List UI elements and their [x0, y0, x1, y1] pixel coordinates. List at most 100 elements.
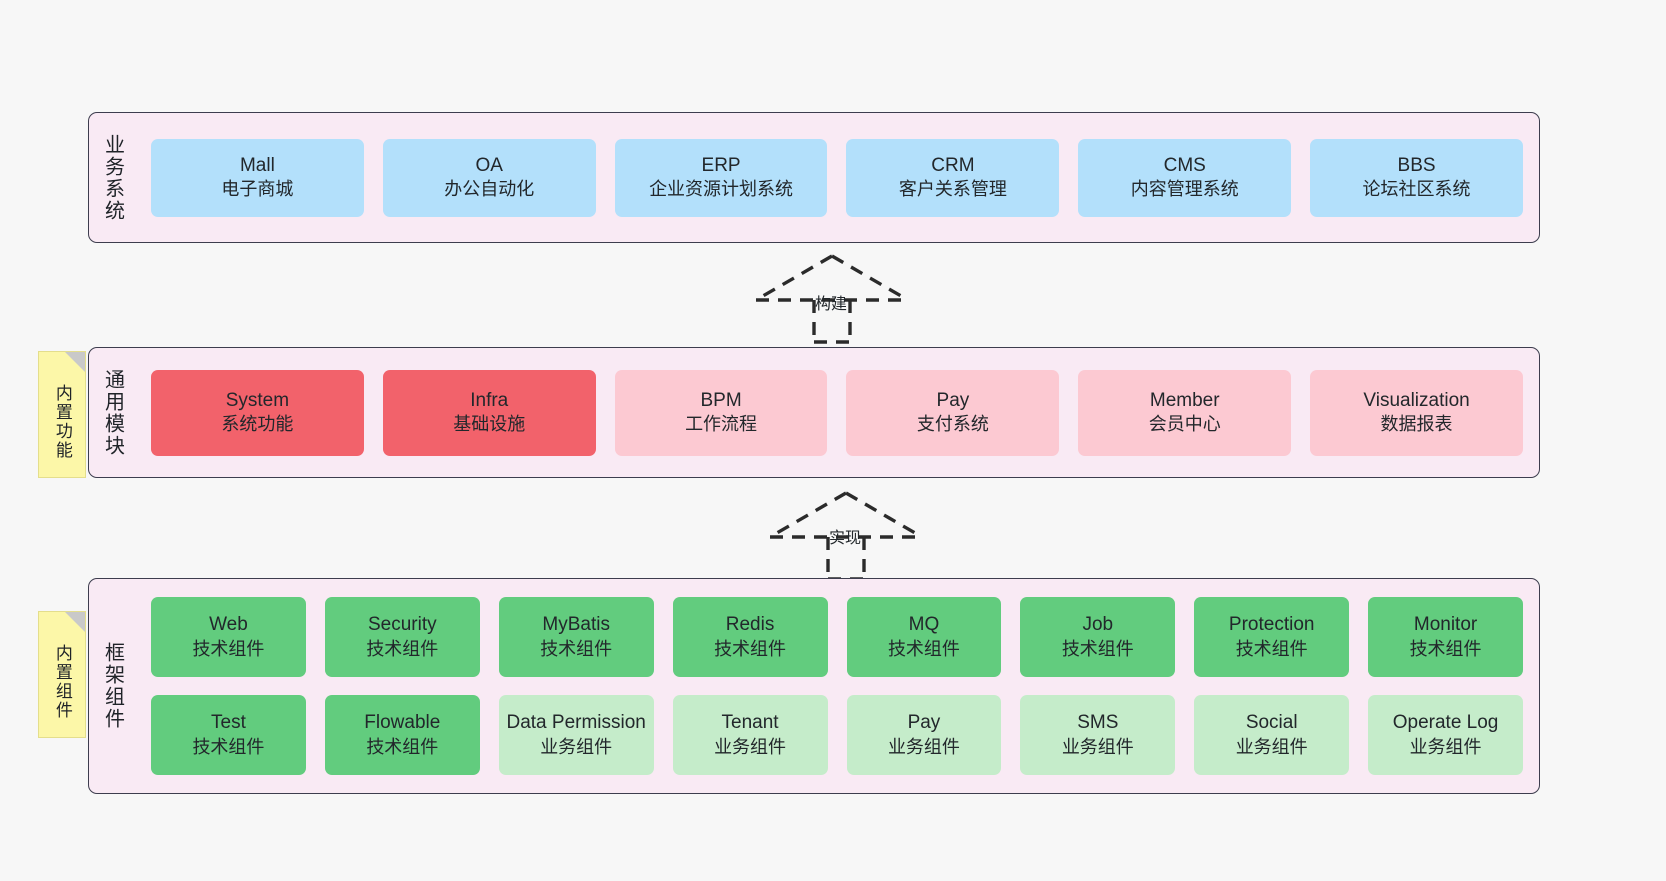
layer-business-systems: 业务系统 Mall 电子商城 OA 办公自动化 ERP 企业资源计划系统 CRM: [88, 112, 1540, 243]
node-web-desc: 技术组件: [192, 638, 265, 659]
node-test-name: Test: [211, 712, 246, 734]
node-pay-component[interactable]: Pay 业务组件: [846, 695, 1002, 775]
node-pay-module-name: Pay: [936, 389, 970, 411]
node-infra-name: Infra: [470, 389, 509, 411]
node-data-permission[interactable]: Data Permission 业务组件: [498, 695, 654, 775]
node-infra-desc: 基础设施: [453, 414, 526, 435]
framework-tech-row: Web 技术组件 Security 技术组件 MyBatis 技术组件 Redi…: [151, 597, 1523, 677]
node-pay-component-name: Pay: [907, 712, 941, 734]
node-crm[interactable]: CRM 客户关系管理: [846, 138, 1060, 217]
node-tenant[interactable]: Tenant 业务组件: [672, 695, 828, 775]
node-redis-desc: 技术组件: [714, 638, 787, 659]
node-crm-name: CRM: [931, 154, 975, 176]
node-mq[interactable]: MQ 技术组件: [846, 597, 1002, 677]
sticky-note-builtin-components: 内置组件: [38, 611, 86, 738]
node-member-desc: 会员中心: [1148, 414, 1221, 435]
node-erp[interactable]: ERP 企业资源计划系统: [614, 138, 828, 217]
node-tenant-desc: 业务组件: [714, 736, 787, 757]
node-cms-desc: 内容管理系统: [1130, 179, 1239, 200]
node-member[interactable]: Member 会员中心: [1078, 369, 1292, 456]
node-mybatis-desc: 技术组件: [540, 638, 613, 659]
node-web-name: Web: [209, 614, 248, 636]
node-pay-module[interactable]: Pay 支付系统: [846, 369, 1060, 456]
node-security[interactable]: Security 技术组件: [324, 597, 480, 677]
node-job-desc: 技术组件: [1061, 638, 1134, 659]
node-job[interactable]: Job 技术组件: [1020, 597, 1176, 677]
node-system-desc: 系统功能: [221, 414, 294, 435]
node-mall-desc: 电子商城: [221, 179, 294, 200]
connector-implement-label: 实现: [829, 530, 862, 547]
node-mall-name: Mall: [239, 154, 275, 176]
node-protection-desc: 技术组件: [1235, 638, 1308, 659]
node-web[interactable]: Web 技术组件: [151, 597, 306, 677]
node-oa[interactable]: OA 办公自动化: [382, 138, 596, 217]
node-visualization-desc: 数据报表: [1380, 414, 1453, 435]
node-mybatis[interactable]: MyBatis 技术组件: [498, 597, 654, 677]
node-operate-log[interactable]: Operate Log 业务组件: [1368, 695, 1523, 775]
node-tenant-name: Tenant: [721, 712, 779, 734]
layer-framework-components: 框架组件 Web 技术组件 Security 技术组件 MyBatis 技术组件…: [88, 578, 1540, 794]
node-infra[interactable]: Infra 基础设施: [382, 369, 596, 456]
common-modules-row: System 系统功能 Infra 基础设施 BPM 工作流程 Pay 支付系统…: [151, 369, 1523, 456]
node-system[interactable]: System 系统功能: [151, 369, 364, 456]
node-pay-component-desc: 业务组件: [887, 736, 960, 757]
layer-common-modules: 通用模块 System 系统功能 Infra 基础设施 BPM 工作流程 Pay: [88, 347, 1540, 478]
node-bpm-name: BPM: [700, 389, 742, 411]
node-bbs-name: BBS: [1397, 154, 1436, 176]
node-operate-log-desc: 业务组件: [1409, 736, 1482, 757]
node-social[interactable]: Social 业务组件: [1194, 695, 1350, 775]
layer-body-common-modules: System 系统功能 Infra 基础设施 BPM 工作流程 Pay 支付系统…: [135, 348, 1539, 477]
node-monitor-desc: 技术组件: [1409, 638, 1482, 659]
node-flowable-name: Flowable: [364, 712, 441, 734]
node-redis[interactable]: Redis 技术组件: [672, 597, 828, 677]
node-test-desc: 技术组件: [192, 736, 265, 757]
node-crm-desc: 客户关系管理: [898, 179, 1007, 200]
node-pay-module-desc: 支付系统: [916, 414, 989, 435]
framework-service-row: Test 技术组件 Flowable 技术组件 Data Permission …: [151, 695, 1523, 775]
node-protection-name: Protection: [1228, 614, 1315, 636]
layer-body-framework-components: Web 技术组件 Security 技术组件 MyBatis 技术组件 Redi…: [135, 579, 1539, 793]
node-protection[interactable]: Protection 技术组件: [1194, 597, 1350, 677]
node-bpm[interactable]: BPM 工作流程: [614, 369, 828, 456]
business-systems-row: Mall 电子商城 OA 办公自动化 ERP 企业资源计划系统 CRM 客户关系…: [151, 138, 1523, 217]
node-flowable[interactable]: Flowable 技术组件: [324, 695, 480, 775]
node-erp-desc: 企业资源计划系统: [649, 179, 794, 200]
node-mall[interactable]: Mall 电子商城: [151, 138, 364, 217]
node-visualization-name: Visualization: [1363, 389, 1470, 411]
node-security-desc: 技术组件: [366, 638, 439, 659]
node-monitor[interactable]: Monitor 技术组件: [1368, 597, 1523, 677]
node-bbs[interactable]: BBS 论坛社区系统: [1310, 138, 1523, 217]
node-cms-name: CMS: [1163, 154, 1206, 176]
layer-title-framework-components: 框架组件: [101, 642, 124, 730]
node-mq-desc: 技术组件: [887, 638, 960, 659]
sticky-note-builtin-features: 内置功能: [38, 351, 86, 478]
node-sms-name: SMS: [1077, 712, 1119, 734]
layer-body-business-systems: Mall 电子商城 OA 办公自动化 ERP 企业资源计划系统 CRM 客户关系…: [135, 113, 1539, 242]
node-social-name: Social: [1245, 712, 1298, 734]
node-erp-name: ERP: [701, 154, 741, 176]
node-sms[interactable]: SMS 业务组件: [1020, 695, 1176, 775]
node-mq-name: MQ: [908, 614, 940, 636]
node-bbs-desc: 论坛社区系统: [1362, 179, 1471, 200]
node-cms[interactable]: CMS 内容管理系统: [1078, 138, 1292, 217]
node-sms-desc: 业务组件: [1061, 736, 1134, 757]
connector-build-arrow: [755, 254, 909, 344]
layer-title-common-modules: 通用模块: [101, 368, 124, 457]
node-oa-name: OA: [475, 154, 503, 176]
node-visualization[interactable]: Visualization 数据报表: [1310, 369, 1523, 456]
node-monitor-name: Monitor: [1413, 614, 1478, 636]
node-data-permission-name: Data Permission: [506, 712, 646, 734]
node-flowable-desc: 技术组件: [366, 736, 439, 757]
node-bpm-desc: 工作流程: [685, 414, 758, 435]
node-social-desc: 业务组件: [1235, 736, 1308, 757]
node-data-permission-desc: 业务组件: [540, 736, 613, 757]
layer-title-business-systems: 业务系统: [101, 133, 124, 222]
connector-build-label: 构建: [815, 296, 848, 313]
node-oa-desc: 办公自动化: [444, 179, 535, 200]
node-security-name: Security: [367, 614, 437, 636]
node-job-name: Job: [1082, 614, 1114, 636]
node-test[interactable]: Test 技术组件: [151, 695, 306, 775]
node-mybatis-name: MyBatis: [542, 614, 610, 636]
node-redis-name: Redis: [725, 614, 775, 636]
